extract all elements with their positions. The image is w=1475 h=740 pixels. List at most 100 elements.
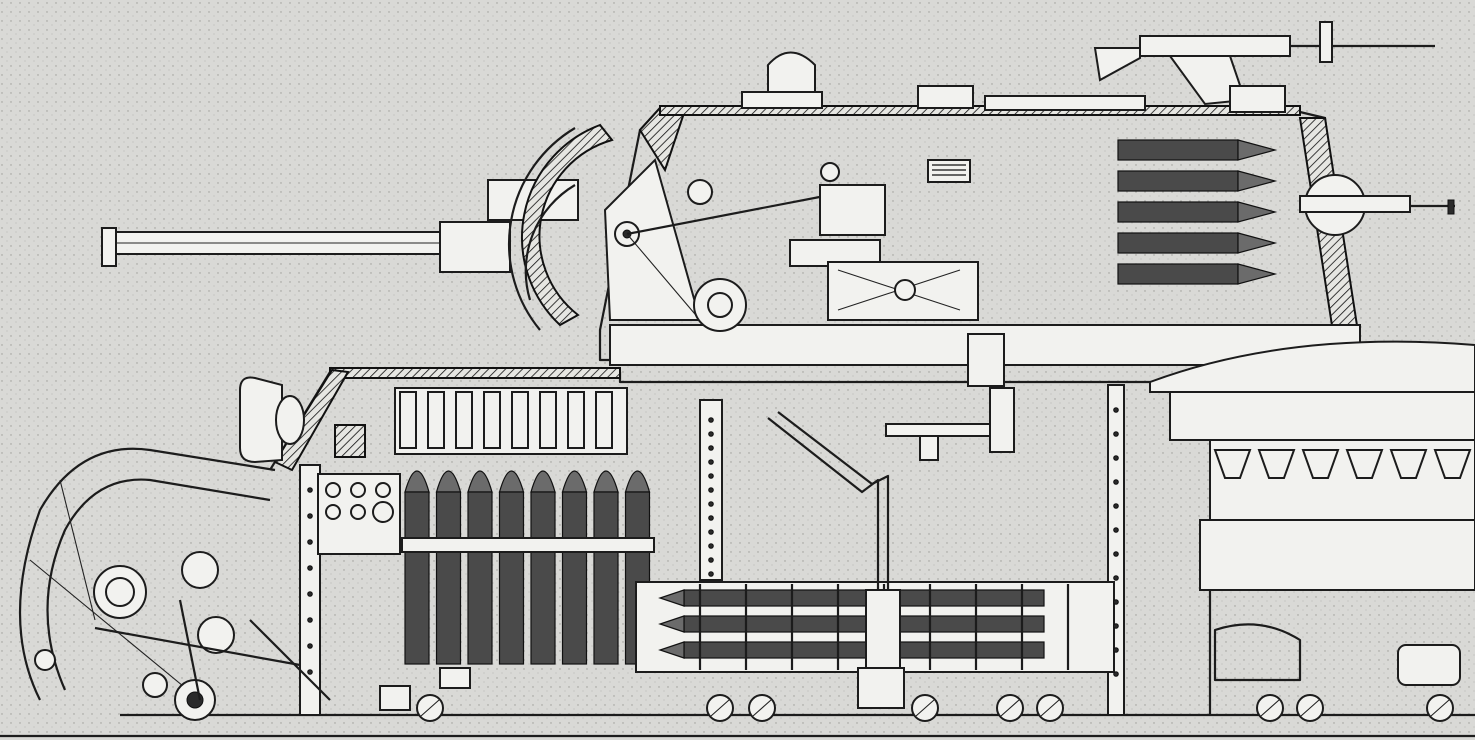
- rivet: [708, 571, 714, 577]
- fitting-hatch: [1300, 699, 1320, 717]
- rivet: [1113, 671, 1119, 677]
- fitting-hatch: [1040, 699, 1060, 717]
- upright-shell-body: [498, 491, 525, 541]
- stowed-shell: [683, 641, 1045, 659]
- bustle-shell: [1117, 201, 1239, 223]
- rack-slat: [483, 391, 501, 449]
- fitting-hatch: [752, 699, 772, 717]
- rack-slat: [427, 391, 445, 449]
- bustle-shell-tip: [1237, 263, 1278, 285]
- muzzle-ring: [101, 227, 117, 267]
- rack-slat: [399, 391, 417, 449]
- roof-hatch: [917, 85, 974, 109]
- rear-ball-mount-mg: [1299, 174, 1455, 236]
- roof-hatch-lid: [984, 95, 1146, 111]
- bustle-shell: [1117, 170, 1239, 192]
- rivet: [307, 487, 313, 493]
- rivet: [708, 431, 714, 437]
- engine: [1149, 340, 1475, 715]
- main-gun: [101, 179, 579, 273]
- rivet: [1113, 527, 1119, 533]
- stowed-shell-tip: [658, 589, 685, 607]
- rivet: [708, 529, 714, 535]
- engine-cylinder-head: [1433, 449, 1472, 479]
- upright-shell-body: [624, 491, 651, 541]
- upright-shell-body: [435, 491, 462, 541]
- bustle-shell: [1117, 139, 1239, 161]
- vent-grille: [927, 159, 971, 183]
- rivet: [307, 565, 313, 571]
- bustle-shell-tip: [1237, 170, 1278, 192]
- rivet: [1113, 407, 1119, 413]
- rivet: [307, 513, 313, 519]
- rivet: [708, 557, 714, 563]
- bustle-shell-tip: [1237, 201, 1278, 223]
- stowed-shell-tip: [658, 615, 685, 633]
- fitting-hatch: [1430, 699, 1450, 717]
- bustle-shell: [1117, 232, 1239, 254]
- fitting-hatch: [420, 699, 440, 717]
- upright-shell-body: [561, 491, 588, 541]
- rivet: [708, 459, 714, 465]
- fitting-hatch: [1260, 699, 1280, 717]
- rivet: [1113, 431, 1119, 437]
- upright-shell-case: [435, 551, 462, 665]
- rack-slat: [567, 391, 585, 449]
- stowed-shell-tip: [658, 641, 685, 659]
- rivet: [708, 487, 714, 493]
- headlamp: [239, 376, 305, 464]
- rivet: [1113, 479, 1119, 485]
- stowed-shell: [683, 615, 1045, 633]
- rivet: [708, 543, 714, 549]
- rack-slat: [455, 391, 473, 449]
- rivet: [1113, 623, 1119, 629]
- rivet: [307, 591, 313, 597]
- driver-control-levers: [94, 599, 471, 711]
- hull-bottom-fittings: [416, 694, 1454, 722]
- rivet: [307, 669, 313, 675]
- engine-cylinder-head: [1213, 449, 1252, 479]
- bustle-shell: [1117, 263, 1239, 285]
- upright-shell-body: [593, 491, 619, 541]
- fitting-hatch: [710, 699, 730, 717]
- driver-instrument-panel: [317, 424, 401, 555]
- upright-shell-case: [530, 551, 556, 665]
- rivet: [1113, 551, 1119, 557]
- upright-shell-body: [530, 491, 556, 541]
- hull-roof-plate: [329, 367, 621, 379]
- upright-shell-case: [498, 551, 525, 665]
- fitting-hatch: [915, 699, 935, 717]
- hull-ammo-rack: [394, 387, 655, 665]
- rack-slat: [511, 391, 529, 449]
- engine-cylinder-head: [1257, 449, 1296, 479]
- gun-recoil-sleeve: [439, 221, 511, 273]
- turret-roof-plate: [659, 105, 1301, 116]
- rivet: [1113, 647, 1119, 653]
- rack-slat: [595, 391, 613, 449]
- rivet: [708, 473, 714, 479]
- gun-mantlet: [507, 123, 614, 331]
- turret-ammo-rack: [1117, 139, 1278, 285]
- hull-glacis-armor: [273, 368, 350, 472]
- upright-shell-body: [404, 491, 430, 541]
- bustle-shell-tip: [1237, 232, 1278, 254]
- rivet: [307, 643, 313, 649]
- rivet: [1113, 455, 1119, 461]
- fitting-hatch: [1000, 699, 1020, 717]
- rivet: [708, 445, 714, 451]
- upright-shell-case: [561, 551, 588, 665]
- aa-machine-gun: [1093, 21, 1435, 113]
- rivet: [307, 539, 313, 545]
- periscope-base: [741, 91, 823, 109]
- rivet: [708, 501, 714, 507]
- front-track-and-drive: [18, 447, 276, 721]
- rivets: [307, 407, 1119, 677]
- upright-shell-body: [467, 491, 493, 541]
- upright-shell-case: [404, 551, 430, 665]
- gun-breech: [603, 158, 979, 332]
- transfer-shaft: [767, 411, 905, 709]
- engine-cylinder-head: [1301, 449, 1340, 479]
- bustle-shell-tip: [1237, 139, 1278, 161]
- rack-slat: [539, 391, 557, 449]
- rivet: [1113, 575, 1119, 581]
